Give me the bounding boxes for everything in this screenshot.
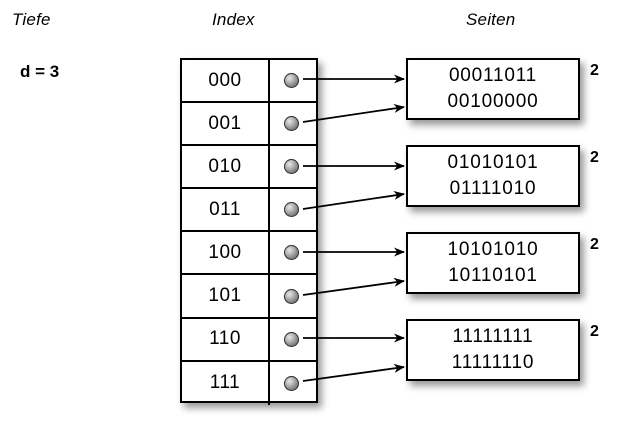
page-local-depth: 2 (590, 236, 599, 253)
bucket-pointer-dot-icon (283, 159, 299, 175)
bucket-pointer-dot-icon (283, 375, 299, 391)
pointer-arrow-111 (302, 363, 405, 382)
index-row: 010 (182, 146, 316, 190)
index-pointer-cell (270, 275, 316, 316)
page-record: 10101010 (447, 239, 539, 260)
index-row: 100 (182, 232, 316, 276)
page-record: 01111010 (449, 178, 537, 199)
page-box: 01010101 01111010 (406, 145, 580, 207)
column-header-seiten: Seiten (466, 10, 516, 29)
page-box: 11111111 11111110 (406, 319, 580, 381)
index-row: 000 (182, 60, 316, 104)
index-key: 000 (182, 60, 270, 102)
page-record: 00011011 (448, 65, 538, 86)
index-row: 111 (182, 361, 316, 405)
index-key: 111 (182, 361, 270, 405)
page-box: 10101010 10110101 (406, 232, 580, 294)
page-local-depth: 2 (590, 62, 599, 79)
index-pointer-cell (270, 103, 316, 144)
index-pointer-cell (270, 60, 316, 101)
index-key: 010 (182, 146, 270, 188)
global-depth-value: d = 3 (20, 62, 60, 81)
index-key: 101 (182, 275, 270, 317)
page-box: 00011011 00100000 (406, 58, 580, 120)
pointer-arrow-011 (302, 191, 405, 210)
bucket-pointer-dot-icon (283, 288, 299, 304)
page-record: 11111110 (451, 352, 535, 373)
bucket-pointer-dot-icon (283, 245, 299, 261)
index-key: 110 (182, 318, 270, 360)
page-local-depth: 2 (590, 323, 599, 340)
index-key: 011 (182, 189, 270, 231)
bucket-pointer-dot-icon (283, 73, 299, 89)
index-directory-table: 000 001 010 011 100 (180, 58, 318, 405)
column-header-tiefe: Tiefe (12, 10, 51, 29)
index-key: 001 (182, 103, 270, 145)
pointer-arrow-101 (302, 277, 405, 296)
page-record: 10110101 (448, 265, 538, 286)
index-pointer-cell (270, 146, 316, 187)
page-record: 00100000 (447, 91, 539, 112)
bucket-pointer-dot-icon (283, 116, 299, 132)
page-record: 01010101 (447, 152, 539, 173)
bucket-pointer-dot-icon (283, 202, 299, 218)
index-row: 011 (182, 189, 316, 233)
pointer-arrow-001 (302, 104, 405, 123)
bucket-pointer-dot-icon (283, 331, 299, 347)
page-local-depth: 2 (590, 149, 599, 166)
index-pointer-cell (270, 232, 316, 273)
index-row: 001 (182, 103, 316, 147)
index-pointer-cell (270, 189, 316, 230)
index-key: 100 (182, 232, 270, 274)
index-row: 110 (182, 318, 316, 362)
index-pointer-cell (270, 319, 316, 360)
index-row: 101 (182, 275, 316, 319)
column-header-index: Index (212, 10, 255, 29)
page-record: 11111111 (452, 326, 534, 347)
index-pointer-cell (270, 362, 316, 405)
